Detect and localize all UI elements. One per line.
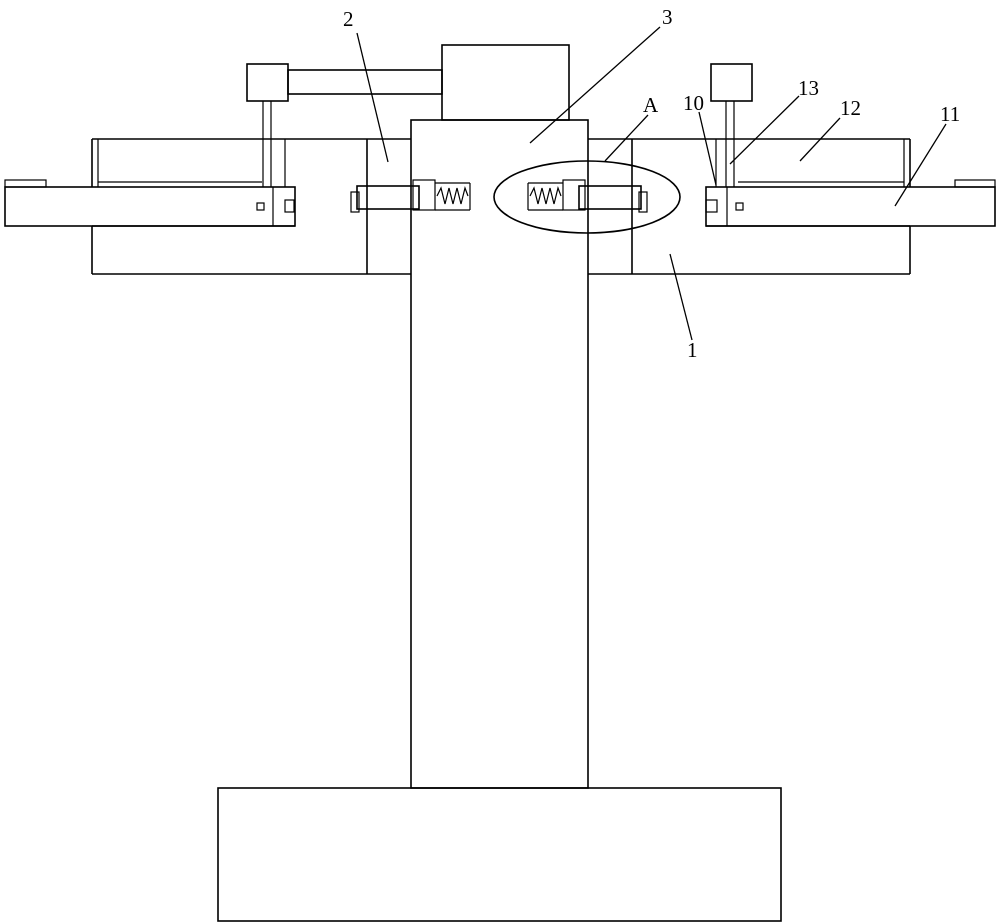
- top-motor-block: [441, 44, 570, 121]
- label-1: 1: [687, 338, 698, 362]
- right-spring-pin: [527, 179, 648, 213]
- central-column: [410, 119, 589, 789]
- left-clamp-arm: [4, 179, 296, 227]
- left-spring-pin: [350, 179, 471, 213]
- mounting-frame: [91, 138, 911, 275]
- label-2: 2: [343, 7, 354, 31]
- label-13: 13: [798, 76, 819, 100]
- label-11: 11: [940, 102, 960, 126]
- label-12: 12: [840, 96, 861, 120]
- leader-lines: [356, 26, 947, 341]
- label-3: 3: [662, 5, 673, 29]
- guide-plates: [366, 139, 633, 274]
- right-clamp-arm: [705, 179, 996, 227]
- base: [217, 787, 782, 922]
- right-cylinder: [710, 63, 753, 187]
- top-rod: [287, 69, 443, 95]
- label-10: 10: [683, 91, 704, 115]
- part-labels: 2 3 A 10 13 12 11 1: [343, 5, 960, 362]
- detail-ellipse-a: [493, 160, 681, 234]
- label-a: A: [643, 93, 659, 117]
- left-cylinder: [246, 63, 289, 187]
